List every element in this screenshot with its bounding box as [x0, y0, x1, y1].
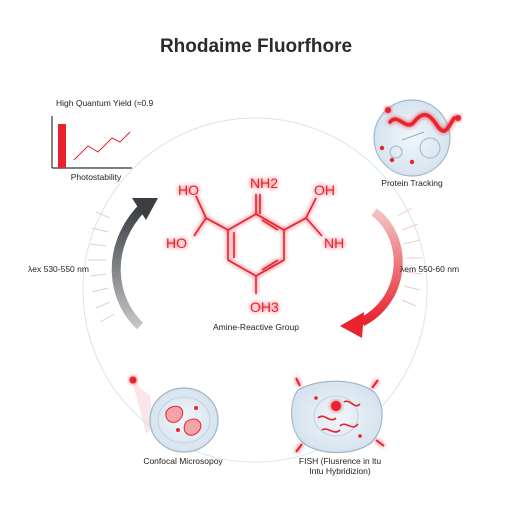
excitation-label: λex 530-550 nm — [28, 264, 89, 274]
emission-rays — [397, 207, 423, 307]
atom-ho-top-left: HO — [178, 182, 199, 198]
molecule-atom-labels: HO HO NH2 OH NH OH3 — [166, 175, 344, 315]
atom-nh2-top: NH2 — [250, 175, 278, 191]
quantum-yield-label: High Quantum Yield (≈0.9 — [56, 98, 154, 108]
atom-ho-left: HO — [166, 235, 187, 251]
amine-reactive-group-label: Amine-Reactive Group — [213, 322, 299, 332]
fish-label-line1: FISH (Flusrence in ltu — [298, 456, 382, 466]
emission-arrow-head — [340, 312, 364, 338]
fish-label-line2: Intu Hybridizion) — [309, 466, 371, 476]
emission-label: λem 550-60 nm — [400, 264, 460, 274]
quantum-yield-chart-icon — [51, 116, 132, 169]
protein-tracking-label: Protein Tracking — [381, 178, 443, 188]
excitation-arrow-head — [132, 198, 158, 220]
excitation-rays — [88, 211, 115, 323]
atom-nh-right: NH — [324, 235, 344, 251]
excitation-arrow — [111, 204, 146, 330]
fish-label: FISH (Flusrence in ltu Intu Hybridizion) — [299, 456, 381, 476]
rhodamine-molecule — [193, 194, 323, 294]
confocal-microscopy-label: Confocal Microsopoy — [143, 456, 223, 466]
emission-arrow — [359, 208, 403, 326]
photostability-caption: Photostability — [70, 172, 122, 182]
protein-tracking-cell-icon — [373, 99, 461, 177]
fish-cell-icon — [291, 377, 385, 453]
confocal-microscopy-cell-icon — [129, 376, 219, 453]
atom-oh3-bottom: OH3 — [250, 299, 279, 315]
diagram-title: Rhodaime Fluorfhore — [159, 36, 353, 57]
atom-oh-top-right: OH — [314, 182, 335, 198]
connecting-ring — [82, 117, 428, 463]
